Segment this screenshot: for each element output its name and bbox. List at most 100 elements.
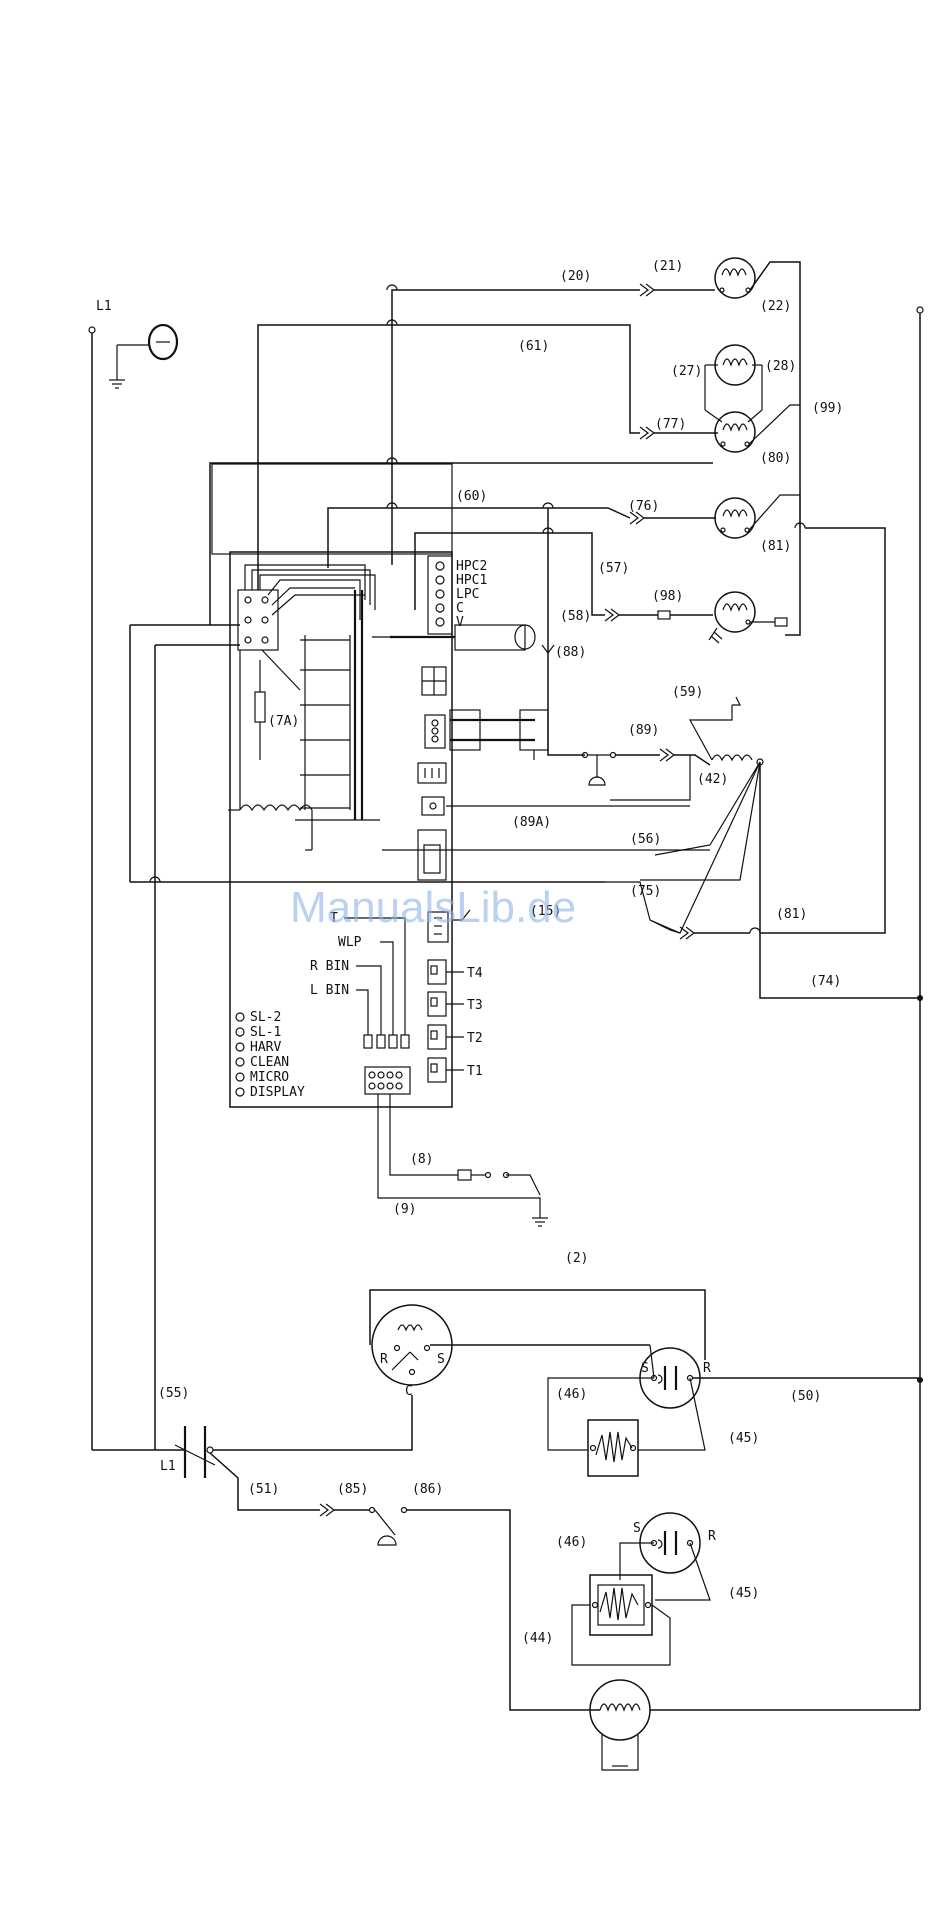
thermistor-7a (254, 660, 266, 760)
control-board (211, 463, 453, 1108)
wire-27-label: (27) (671, 364, 702, 379)
solenoid-coil-42 (610, 696, 920, 999)
main-connector (237, 589, 279, 651)
light-micro: MICRO (250, 1070, 289, 1085)
t-label: T (330, 911, 338, 926)
wire-60-label: (60) (456, 489, 487, 504)
compressor-r: R (380, 1352, 388, 1367)
ground-icon (109, 344, 150, 389)
wire-59-label: (59) (672, 685, 703, 700)
wire-7a-label: (7A) (268, 714, 299, 729)
relay2-s: S (633, 1521, 641, 1536)
contactor-l1 (174, 1395, 413, 1511)
wire-42-label: (42) (697, 772, 728, 787)
wire-85-label: (85) (337, 1482, 368, 1497)
line-l1-bus (88, 326, 185, 1451)
wire-45a-label: (45) (728, 1431, 759, 1446)
water-valve-solenoid (372, 624, 536, 651)
wlp-label: WLP (338, 935, 362, 950)
wire-86-label: (86) (412, 1482, 443, 1497)
wire-2-label: (2) (565, 1251, 588, 1266)
wire-57-label: (57) (598, 561, 629, 576)
pump-motor-27-28 (704, 344, 763, 423)
lpc-label: LPC (456, 587, 479, 602)
light-sl2: SL-2 (250, 1010, 281, 1025)
top-routing-wires (209, 283, 718, 756)
rbin-label: R BIN (310, 959, 349, 974)
t1-label: T1 (467, 1064, 483, 1079)
compressor: R S C (369, 1289, 706, 1399)
wire-81b-label: (81) (776, 907, 807, 922)
wire-61-label: (61) (518, 339, 549, 354)
motor-98 (708, 591, 788, 644)
c-label: C (456, 601, 464, 616)
fan-motor-22 (714, 257, 801, 636)
wire-81a-label: (81) (760, 539, 791, 554)
wire-21-label: (21) (652, 259, 683, 274)
wire-46b-label: (46) (556, 1535, 587, 1550)
harness-frame (129, 624, 605, 1450)
wire-28-label: (28) (765, 359, 796, 374)
wire-88-label: (88) (555, 645, 586, 660)
relay2-r: R (708, 1529, 716, 1544)
l1-contactor-label: L1 (160, 1459, 176, 1474)
wire-9-label: (9) (393, 1202, 416, 1217)
wire-89a-label: (89A) (512, 815, 551, 830)
hpc-terminal-strip: HPC2 HPC1 LPC C V (427, 555, 487, 635)
wire-44-label: (44) (522, 1631, 553, 1646)
wire-15-label: (15) (530, 904, 561, 919)
motor-80 (714, 404, 800, 453)
wire-50-label: (50) (790, 1389, 821, 1404)
wire-22-label: (22) (760, 299, 791, 314)
wire-bundle (244, 564, 376, 620)
motor-81 (714, 494, 886, 934)
relay-bank (261, 590, 380, 821)
bin-switch-85 (319, 1503, 600, 1711)
wire-74-label: (74) (810, 974, 841, 989)
wire-58-label: (58) (560, 609, 591, 624)
float-switch-89 (581, 748, 675, 786)
watermark: ManualsLib.de (290, 883, 576, 932)
l1-top-label: L1 (96, 299, 112, 314)
hpc1-label: HPC1 (456, 573, 487, 588)
hpc2-label: HPC2 (456, 559, 487, 574)
start-relay-1: S R (547, 1344, 920, 1451)
thermistor-ports: T4 T3 T2 T1 (427, 959, 483, 1083)
wire-51-label: (51) (248, 1482, 279, 1497)
compressor-c: C (405, 1384, 413, 1399)
wire-77-label: (77) (655, 417, 686, 432)
t3-label: T3 (467, 998, 483, 1013)
crankcase-heater-1 (587, 1419, 639, 1477)
light-sl1: SL-1 (250, 1025, 281, 1040)
light-clean: CLEAN (250, 1055, 289, 1070)
wire-20-label: (20) (560, 269, 591, 284)
wire-98-label: (98) (652, 589, 683, 604)
switch-leads: T WLP R BIN L BIN (310, 911, 410, 1049)
wire-45b-label: (45) (728, 1586, 759, 1601)
wire-56-label: (56) (630, 832, 661, 847)
condenser-fan-motor (589, 1679, 920, 1771)
transformer-coil (228, 650, 313, 851)
wire-80-label: (80) (760, 451, 791, 466)
t4-label: T4 (467, 966, 483, 981)
board-components (417, 666, 549, 943)
lbin-label: L BIN (310, 983, 349, 998)
wire-89-label: (89) (628, 723, 659, 738)
wires-56-75-89a (382, 805, 770, 940)
relay1-s: S (641, 1361, 649, 1376)
wire-76-label: (76) (628, 499, 659, 514)
v-label: V (456, 615, 464, 630)
wire-55-label: (55) (158, 1386, 189, 1401)
wire-75-label: (75) (630, 884, 661, 899)
crankcase-heater-2 (571, 1574, 671, 1666)
wire-8-label: (8) (410, 1152, 433, 1167)
line-l2-bus (916, 306, 924, 1710)
board-bottom-connector (364, 1066, 548, 1227)
light-harv: HARV (250, 1040, 281, 1055)
compressor-s: S (437, 1352, 445, 1367)
indicator-lights: SL-2 SL-1 HARV CLEAN MICRO DISPLAY (235, 1010, 305, 1100)
start-relay-2: S R (619, 1512, 716, 1601)
t2-label: T2 (467, 1031, 483, 1046)
light-display: DISPLAY (250, 1085, 305, 1100)
